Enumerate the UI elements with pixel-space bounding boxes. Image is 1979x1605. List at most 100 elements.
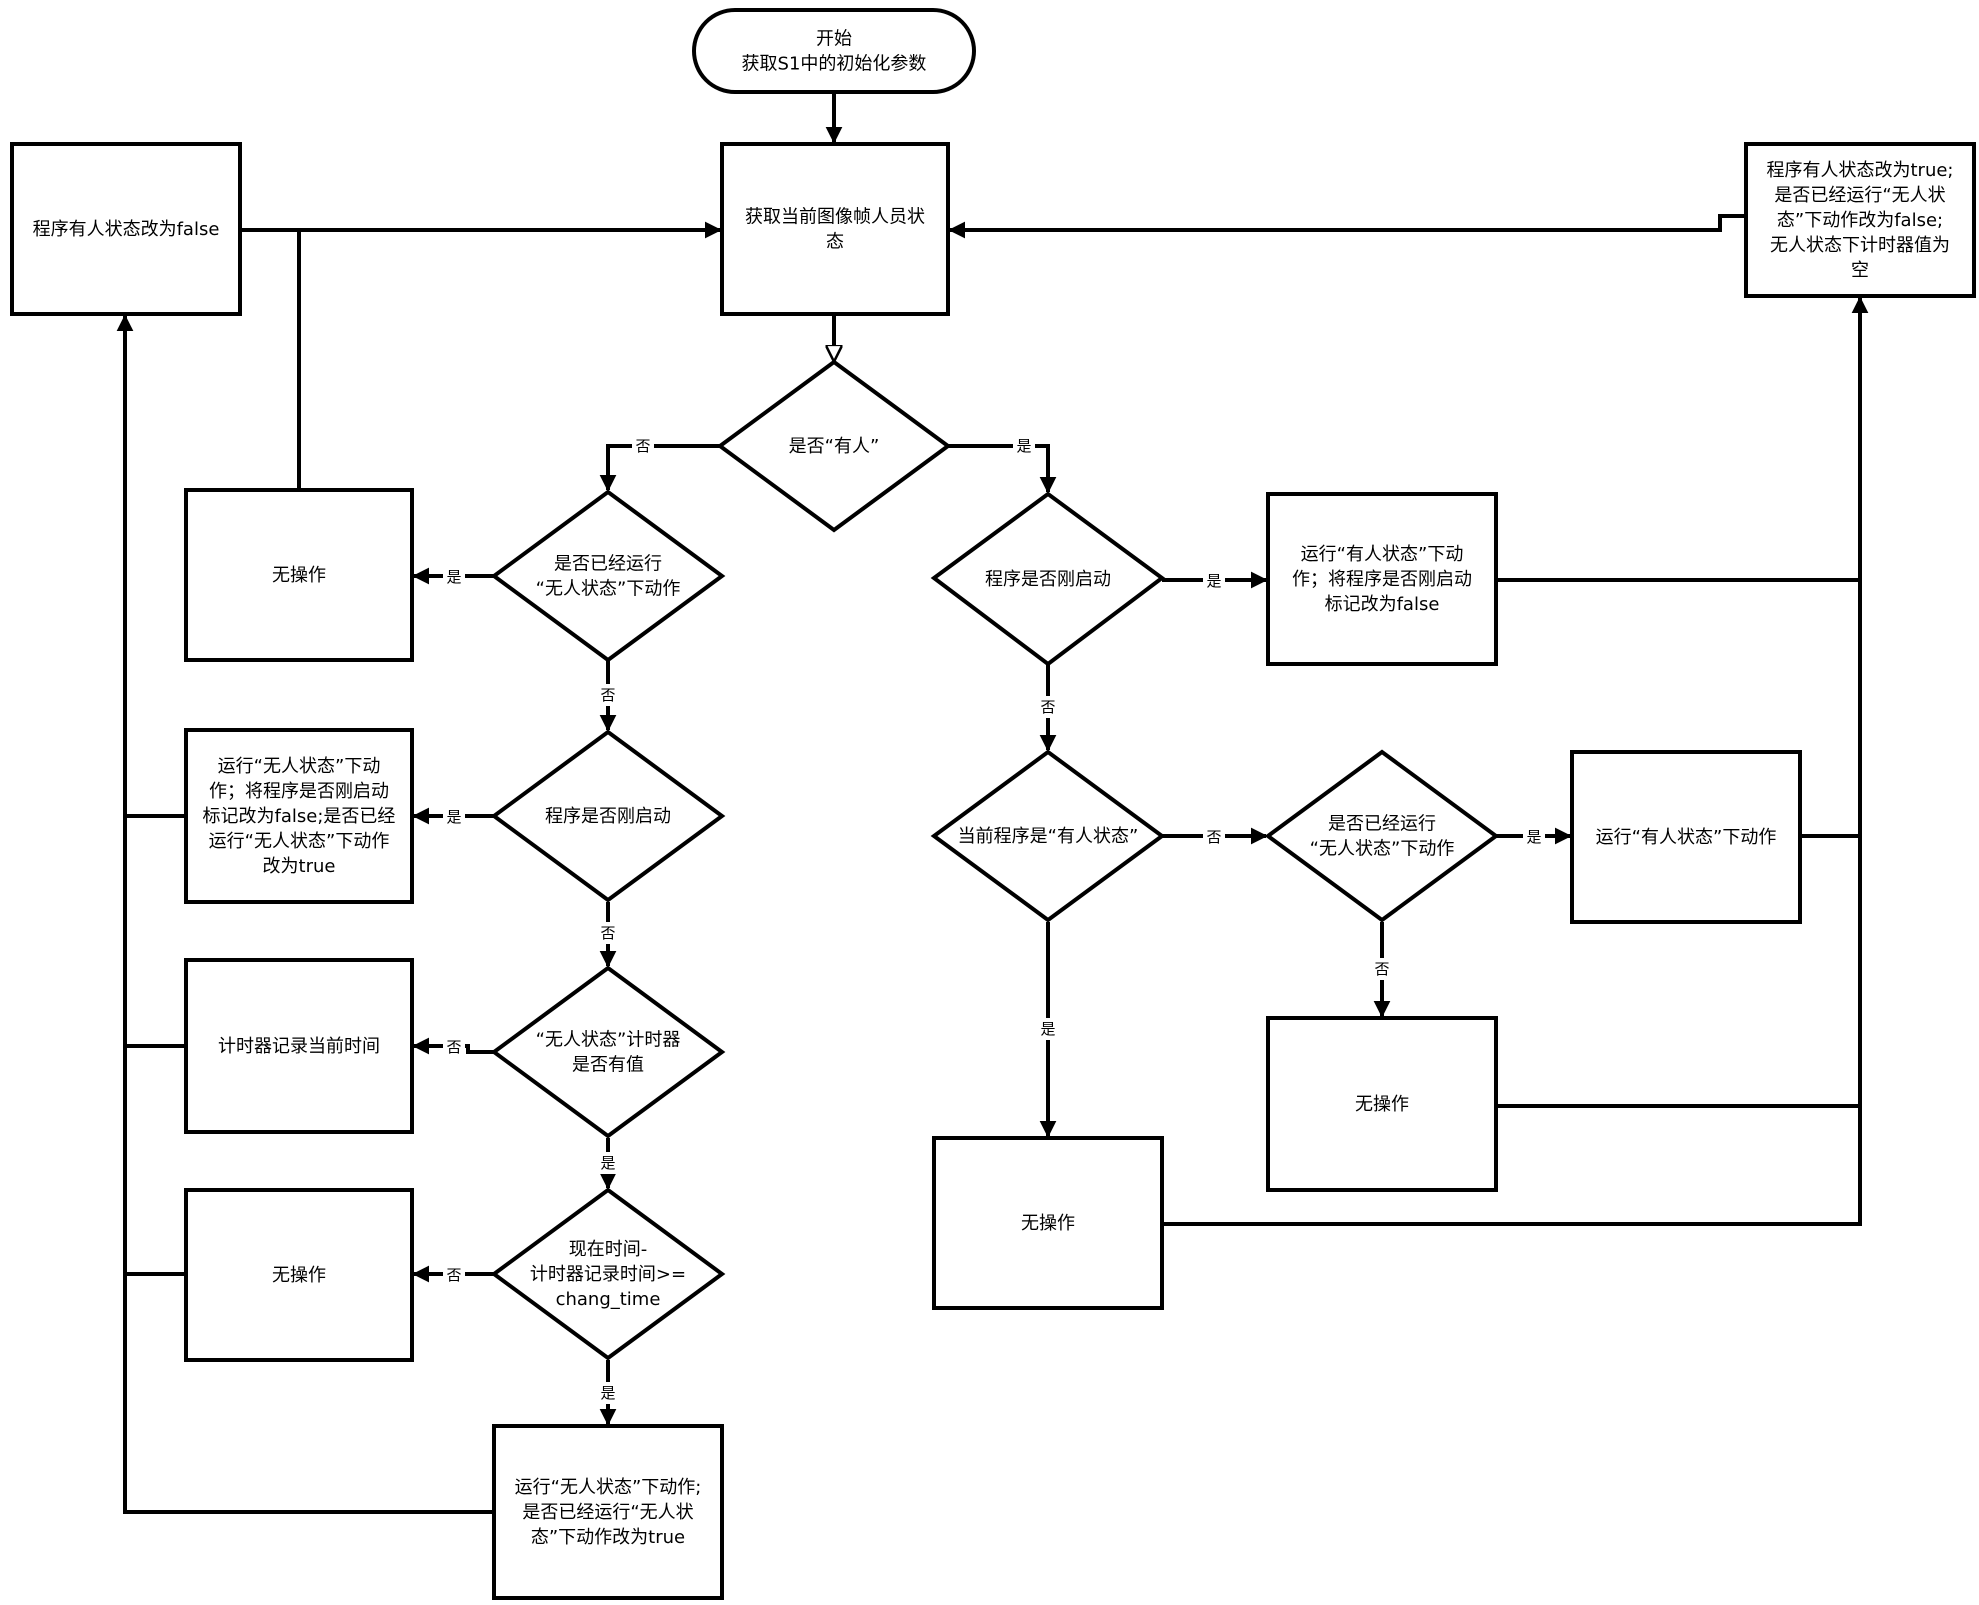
node-text-line: 获取S1中的初始化参数 (742, 54, 927, 75)
node-text-line: 改为true (263, 856, 336, 877)
node-text-line: 无操作 (1021, 1213, 1075, 1234)
node-text-line: 现在时间- (569, 1239, 648, 1260)
node-text-line: “无人状态”计时器 (536, 1030, 681, 1051)
edge-label-no: 否 (600, 924, 615, 942)
left-run-final-text: 运行“无人状态”下动作; 是否已经运行“无人状态”下动作改为true (515, 1477, 702, 1548)
right-ran-decision: 是否已经运行 “无人状态”下动作 (1264, 749, 1500, 923)
left-noop-text-1: 无操作 (272, 565, 326, 586)
left-ran-decision: 是否已经运行 “无人状态”下动作 (490, 489, 726, 663)
edge-left-bus (116, 314, 494, 1514)
right-ran-text: 是否已经运行 “无人状态”下动作 (1310, 814, 1455, 860)
set-false-box: 程序有人状态改为false (10, 142, 242, 316)
node-text-line: 是否已经运行 (1328, 814, 1436, 835)
node-text-line: 开始 (816, 29, 852, 50)
edge-label-no: 否 (1374, 960, 1389, 978)
node-text-line: 作；将程序是否刚启动 (209, 781, 389, 802)
left-started-text: 程序是否刚启动 (545, 806, 671, 827)
edge-has-person-no (599, 444, 720, 492)
set-false-text: 程序有人状态改为false (33, 219, 220, 240)
right-run-boot-box: 运行“有人状态”下动作；将程序是否刚启动标记改为false (1266, 492, 1498, 666)
node-text-line: 当前程序是“有人状态” (958, 826, 1139, 847)
start-terminator: 开始获取S1中的初始化参数 (692, 8, 976, 94)
timer-decision: “无人状态”计时器是否有值 (490, 965, 726, 1139)
label-has-person-no: 否 (632, 434, 654, 456)
time-compare-text: 现在时间- 计时器记录时间>= chang_time (530, 1239, 686, 1310)
edge-label-no: 否 (1206, 828, 1221, 846)
left-run-final-box: 运行“无人状态”下动作; 是否已经运行“无人状态”下动作改为true (492, 1424, 724, 1600)
right-noop-mid-box: 无操作 (1266, 1016, 1498, 1192)
edge-labels: 否 是 是 否 是 否 否 是 否 是 是 否 否 是 是 否 (443, 434, 1545, 1404)
edge-has-person-yes (948, 444, 1057, 494)
node-text-line: 运行“有人状态”下动作 (1596, 827, 1777, 848)
node-text-line: “无人状态”下动作 (1310, 839, 1455, 860)
set-true-text: 程序有人状态改为true; 是否已经运行“无人状态”下动作改为false; 无人状态… (1766, 160, 1953, 281)
right-state-text: 当前程序是“有人状态” (958, 826, 1139, 847)
right-noop-low-text: 无操作 (1021, 1213, 1075, 1234)
node-text-line: 态 (826, 232, 844, 253)
right-started-decision: 程序是否刚启动 (930, 491, 1166, 667)
node-text-line: 计时器记录时间>= (530, 1264, 686, 1285)
node-text-line: 态”下动作改为false; (1777, 210, 1943, 231)
node-text-line: 态”下动作改为true (531, 1527, 685, 1548)
left-noop-text-2: 无操作 (272, 1265, 326, 1286)
node-text-line: 是否“有人” (789, 436, 880, 457)
node-text-line: 标记改为false;是否已经 (203, 806, 396, 827)
left-started-decision: 程序是否刚启动 (490, 729, 726, 903)
left-run-boot-text: 运行“无人状态”下动作；将程序是否刚启动标记改为false;是否已经运行“无人状… (203, 756, 396, 877)
edge-timer-no (412, 1037, 494, 1055)
node-text-line: 是否已经运行 (554, 554, 662, 575)
nodes: 开始获取S1中的初始化参数 获取当前图像帧人员状态 程序有人状态改为false … (10, 8, 1976, 1600)
right-run-text: 运行“有人状态”下动作 (1596, 827, 1777, 848)
left-noop-box-2: 无操作 (184, 1188, 414, 1362)
timer-record-box: 计时器记录当前时间 (184, 958, 414, 1134)
node-text-line: “无人状态”下动作 (536, 579, 681, 600)
edge-label-yes: 是 (1040, 1020, 1055, 1038)
timer-record-text: 计时器记录当前时间 (218, 1036, 380, 1057)
edge-label-no: 否 (446, 1038, 461, 1056)
start-text: 开始获取S1中的初始化参数 (742, 29, 927, 75)
node-text-line: 作；将程序是否刚启动 (1292, 569, 1472, 590)
connectors (116, 90, 1869, 1514)
edge-label-no: 否 (635, 437, 650, 455)
node-text-line: 获取当前图像帧人员状 (745, 207, 925, 228)
has-person-decision: 是否“有人” (716, 359, 952, 533)
node-text-line: 是否已经运行“无人状 (1774, 185, 1945, 206)
edge-right-bus (1162, 296, 1869, 1226)
edge-label-yes: 是 (600, 1154, 615, 1172)
node-text-line: 运行“无人状态”下动作 (209, 831, 390, 852)
node-text-line: 是否有值 (572, 1055, 644, 1076)
has-person-text: 是否“有人” (789, 436, 880, 457)
node-text-line: 程序是否刚启动 (545, 806, 671, 827)
node-text-line: 无操作 (272, 565, 326, 586)
node-text-line: chang_time (556, 1289, 661, 1310)
node-text-line: 无操作 (1355, 1094, 1409, 1115)
node-text-line: 无人状态下计时器值为 (1770, 235, 1950, 256)
node-text-line: 运行“无人状态”下动作; (515, 1477, 702, 1498)
node-text-line: 运行“无人状态”下动 (218, 756, 381, 777)
right-run-boot-text: 运行“有人状态”下动作；将程序是否刚启动标记改为false (1292, 544, 1472, 615)
label-has-person-yes: 是 (1013, 434, 1035, 456)
left-run-boot-box: 运行“无人状态”下动作；将程序是否刚启动标记改为false;是否已经运行“无人状… (184, 728, 414, 904)
edge-label-yes: 是 (446, 808, 461, 826)
edge-label-no: 否 (446, 1266, 461, 1284)
edge-label-no: 否 (1040, 698, 1055, 716)
right-noop-low-box: 无操作 (932, 1136, 1164, 1310)
set-true-box: 程序有人状态改为true; 是否已经运行“无人状态”下动作改为false; 无人状态… (1744, 142, 1976, 298)
node-text-line: 程序有人状态改为true; (1766, 160, 1953, 181)
node-text-line: 空 (1851, 260, 1869, 281)
edge-label-yes: 是 (446, 568, 461, 586)
node-text-line: 标记改为false (1325, 594, 1440, 615)
timer-text: “无人状态”计时器是否有值 (536, 1030, 681, 1076)
node-text-line: 是否已经运行“无人状 (522, 1502, 693, 1523)
right-started-text: 程序是否刚启动 (985, 569, 1111, 590)
right-noop-mid-text: 无操作 (1355, 1094, 1409, 1115)
right-state-decision: 当前程序是“有人状态” (930, 749, 1166, 923)
edge-label-yes: 是 (600, 1384, 615, 1402)
node-text-line: 程序是否刚启动 (985, 569, 1111, 590)
left-noop-box-1: 无操作 (184, 488, 414, 662)
node-text-line: 运行“有人状态”下动 (1301, 544, 1464, 565)
get-status-text: 获取当前图像帧人员状态 (745, 207, 925, 253)
get-status-box: 获取当前图像帧人员状态 (720, 142, 950, 316)
edge-set-true-to-status (948, 214, 1746, 239)
